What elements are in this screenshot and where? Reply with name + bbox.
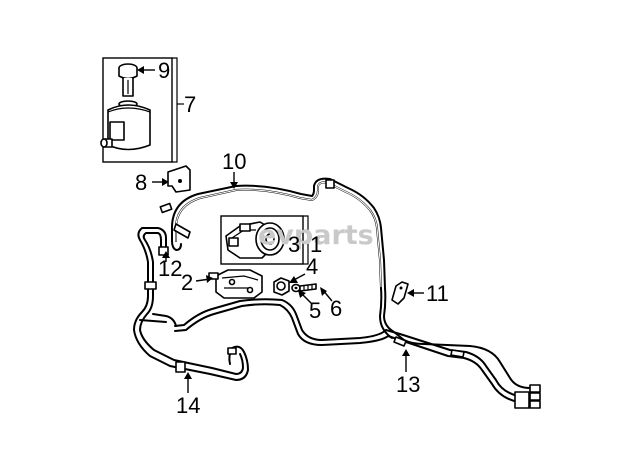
- pump-group: [220, 215, 309, 265]
- reservoir-group: [100, 57, 184, 163]
- callout-10: 10: [222, 149, 246, 174]
- nut: [273, 277, 290, 296]
- watermark: evparts: [258, 220, 374, 251]
- reservoir-group-box: [102, 57, 173, 163]
- bracket: [167, 165, 191, 193]
- callout-7-bracket: [172, 57, 178, 163]
- callout-1: 1: [310, 232, 322, 257]
- callout-8: 8: [135, 170, 147, 195]
- callout-arrows: [137, 66, 424, 393]
- reservoir: [100, 100, 151, 151]
- callout-2: 2: [181, 270, 193, 295]
- return-hose: [159, 177, 386, 289]
- reservoir-cap: [118, 63, 138, 97]
- callout-13: 13: [396, 372, 420, 397]
- return-line: [133, 281, 249, 381]
- pump-group-box: [220, 215, 304, 265]
- callout-labels: 9 7 8 10 3 1 12 2 4 5 6 11 13 14: [135, 58, 449, 418]
- bolt: [299, 283, 317, 292]
- clamp: [391, 281, 409, 305]
- callout-11: 11: [426, 281, 449, 306]
- pulley: [255, 222, 285, 256]
- callout-7: 7: [184, 92, 196, 117]
- pressure-line: [174, 287, 541, 409]
- callout-5: 5: [309, 298, 321, 323]
- callout-1-bracket: [303, 215, 309, 265]
- callout-14: 14: [176, 393, 200, 418]
- supply-hose: [137, 227, 182, 288]
- callout-9: 9: [158, 58, 170, 83]
- callout-12: 12: [158, 256, 182, 281]
- callout-4: 4: [306, 254, 318, 279]
- callout-3: 3: [288, 232, 300, 257]
- callout-6: 6: [330, 296, 342, 321]
- pump-bracket: [208, 269, 263, 299]
